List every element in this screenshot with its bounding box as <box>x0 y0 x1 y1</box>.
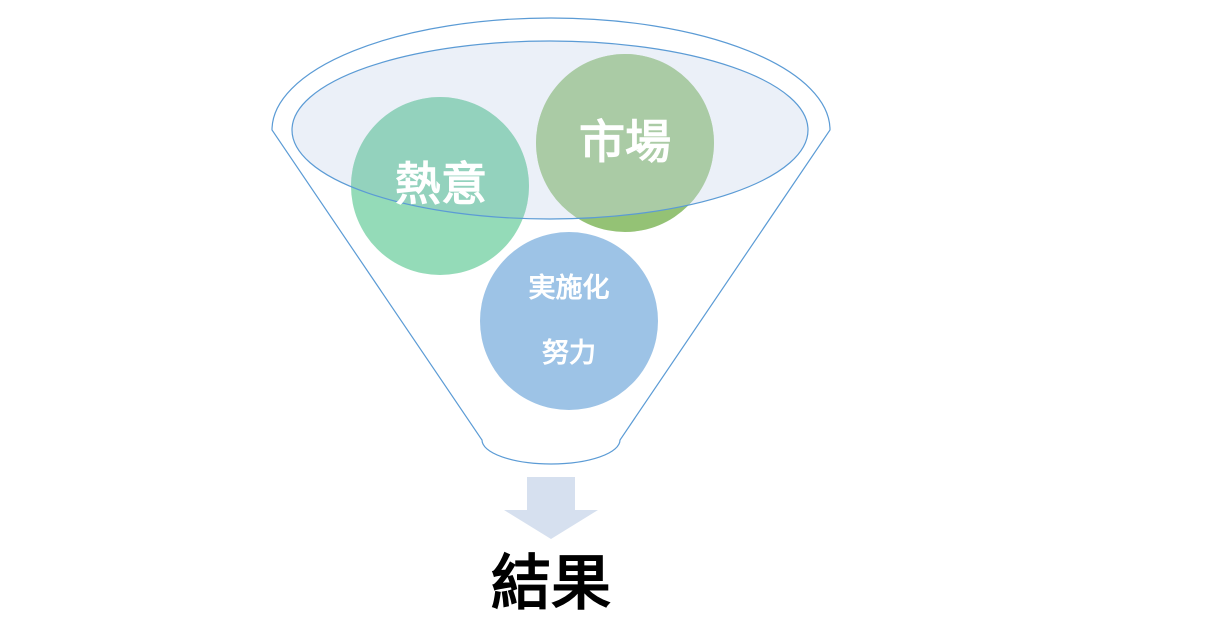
label-result: 結果 <box>491 549 611 617</box>
funnel-top-lid <box>291 40 809 220</box>
label-execution-line2: 努力 <box>542 337 596 369</box>
label-passion: 熱意 <box>395 157 487 211</box>
circle-execution <box>480 232 658 410</box>
label-execution-line1: 実施化 <box>529 272 610 304</box>
label-market: 市場 <box>579 115 671 169</box>
funnel-body <box>271 17 831 465</box>
down-arrow-icon <box>504 477 598 539</box>
